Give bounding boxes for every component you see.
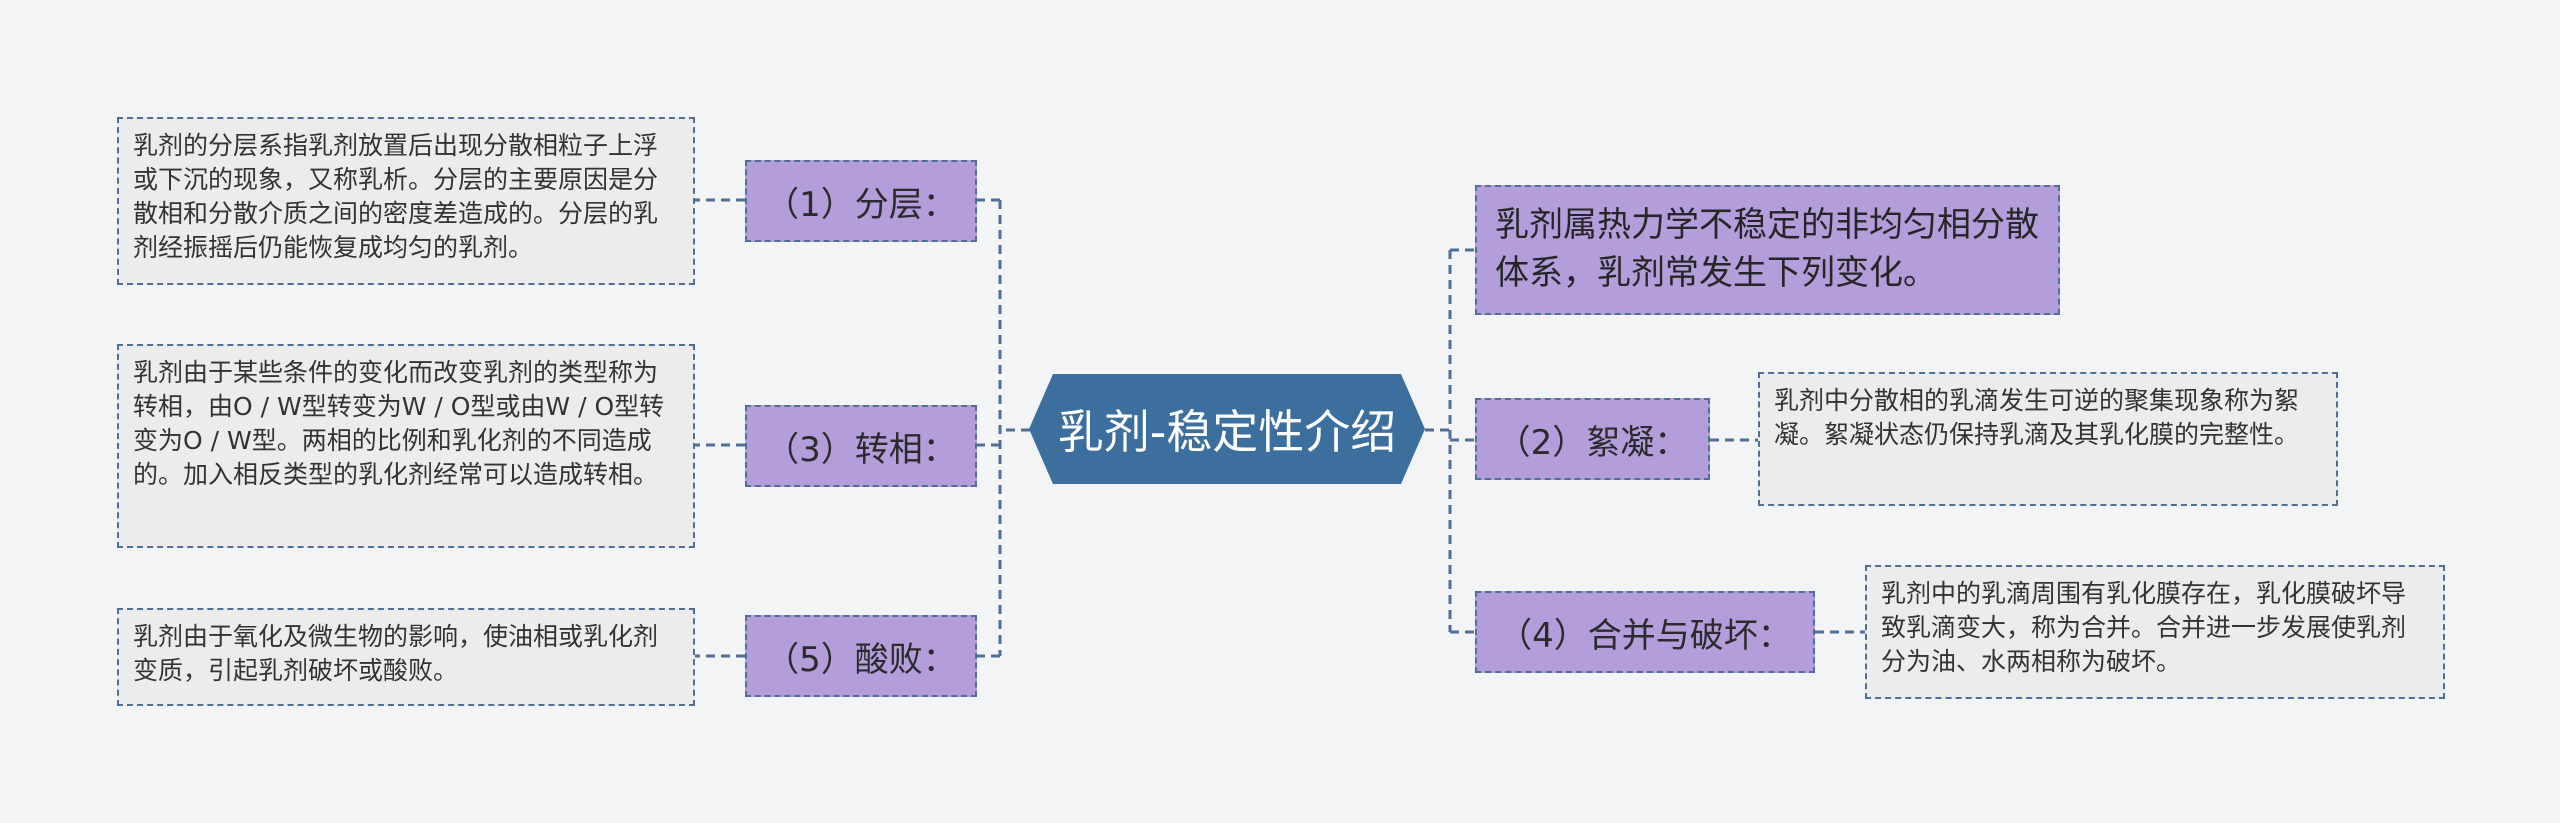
detail-inversion[interactable]: 乳剂由于某些条件的变化而改变乳剂的类型称为转相，由O / W型转变为W / O型… [117,344,695,548]
summary-node[interactable]: 乳剂属热力学不稳定的非均匀相分散体系，乳剂常发生下列变化。 [1475,185,2060,315]
detail-rancidity[interactable]: 乳剂由于氧化及微生物的影响，使油相或乳化剂变质，引起乳剂破坏或酸败。 [117,608,695,706]
topic-coalescence[interactable]: （4）合并与破坏： [1475,591,1815,673]
detail-flocculation-text: 乳剂中分散相的乳滴发生可逆的聚集现象称为絮凝。絮凝状态仍保持乳滴及其乳化膜的完整… [1774,386,2300,449]
central-topic-shape [1029,374,1425,484]
topic-layering-label: （1）分层： [765,184,957,225]
topic-inversion[interactable]: （3）转相： [745,405,977,487]
central-title: 乳剂-稳定性介绍 [1057,405,1397,459]
topic-rancidity[interactable]: （5）酸败： [745,615,977,697]
topic-flocculation-label: （2）絮凝： [1496,422,1689,463]
detail-flocculation[interactable]: 乳剂中分散相的乳滴发生可逆的聚集现象称为絮凝。絮凝状态仍保持乳滴及其乳化膜的完整… [1758,372,2338,506]
detail-layering[interactable]: 乳剂的分层系指乳剂放置后出现分散相粒子上浮或下沉的现象，又称乳析。分层的主要原因… [117,117,695,285]
detail-rancidity-text: 乳剂由于氧化及微生物的影响，使油相或乳化剂变质，引起乳剂破坏或酸败。 [133,622,659,685]
topic-inversion-label: （3）转相： [765,429,957,470]
topic-flocculation[interactable]: （2）絮凝： [1475,398,1710,480]
summary-text: 乳剂属热力学不稳定的非均匀相分散体系，乳剂常发生下列变化。 [1495,205,2039,293]
topic-layering[interactable]: （1）分层： [745,160,977,242]
detail-coalescence-text: 乳剂中的乳滴周围有乳化膜存在，乳化膜破坏导致乳滴变大，称为合并。合并进一步发展使… [1881,579,2407,676]
detail-inversion-text: 乳剂由于某些条件的变化而改变乳剂的类型称为转相，由O / W型转变为W / O型… [133,358,665,489]
topic-coalescence-label: （4）合并与破坏： [1498,615,1792,656]
detail-coalescence[interactable]: 乳剂中的乳滴周围有乳化膜存在，乳化膜破坏导致乳滴变大，称为合并。合并进一步发展使… [1865,565,2445,699]
topic-rancidity-label: （5）酸败： [765,639,957,680]
detail-layering-text: 乳剂的分层系指乳剂放置后出现分散相粒子上浮或下沉的现象，又称乳析。分层的主要原因… [133,131,659,262]
central-topic[interactable]: 乳剂-稳定性介绍 [1027,372,1427,486]
